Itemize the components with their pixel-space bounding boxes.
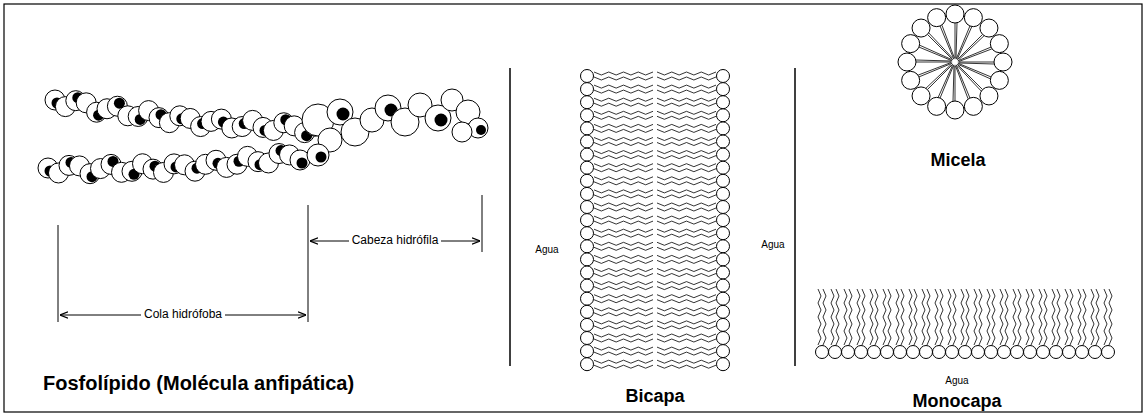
space-filling-model <box>38 89 488 184</box>
divider <box>794 68 796 366</box>
dimension-label: Cola hidrófoba <box>141 308 225 322</box>
monolayer-drawing <box>816 289 1115 359</box>
panel-title: Micela <box>927 150 988 171</box>
micelle-drawing <box>898 5 1012 119</box>
medium-label: Agua <box>532 244 561 256</box>
frame <box>4 4 1142 412</box>
bilayer-drawing <box>581 70 730 371</box>
medium-label: Agua <box>758 239 787 251</box>
medium-label: Agua <box>942 375 971 387</box>
panel-title: Fosfolípido (Molécula anfipática) <box>40 372 357 395</box>
divider <box>509 68 511 366</box>
dimension-label: Cabeza hidrófila <box>349 234 442 248</box>
panel-title: Monocapa <box>909 391 1004 412</box>
dimension-lines <box>58 195 482 322</box>
panel-title: Bicapa <box>622 386 687 407</box>
